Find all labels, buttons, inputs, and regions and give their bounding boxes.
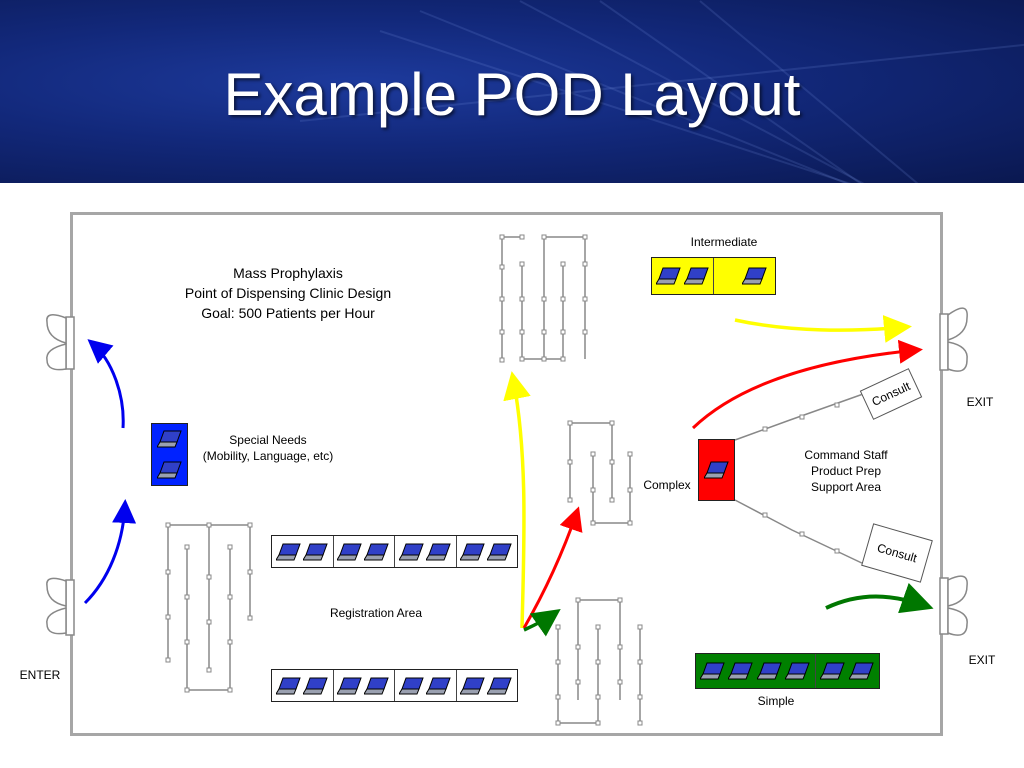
laptop-icon — [741, 267, 767, 285]
station-cell — [816, 654, 879, 688]
laptop-icon — [700, 662, 725, 680]
flow-arrow-blue — [83, 499, 137, 605]
station-cell — [457, 536, 518, 567]
laptop-icon — [728, 662, 754, 680]
complex-label: Complex — [643, 478, 691, 492]
clinic-line: Goal: 500 Patients per Hour — [201, 305, 375, 321]
laptop-icon — [337, 677, 362, 694]
station-cell — [652, 258, 715, 294]
command-line: Support Area — [810, 480, 882, 494]
registration-station-row — [271, 535, 518, 568]
laptop-icon — [683, 267, 709, 285]
laptop-icon — [156, 461, 182, 479]
special-needs-line: Special Needs — [229, 433, 307, 447]
enter-label: ENTER — [19, 668, 61, 682]
door-left-upper-icon — [46, 314, 75, 371]
laptop-icon — [364, 677, 390, 694]
special-needs-line: (Mobility, Language, etc) — [202, 449, 334, 463]
slide-title: Example POD Layout — [223, 61, 801, 128]
consult-label: Consult — [875, 540, 919, 566]
title-banner: Example POD Layout — [0, 0, 1024, 183]
station-cell — [334, 536, 395, 567]
laptop-icon — [275, 677, 301, 694]
flow-arrow-green — [825, 582, 934, 614]
laptop-icon — [302, 543, 328, 560]
flow-arrow-yellow — [503, 371, 531, 629]
station-cell — [696, 654, 817, 688]
flow-arrow-red — [522, 506, 583, 629]
intermediate-label: Intermediate — [690, 235, 758, 249]
laptop-icon — [156, 430, 182, 448]
flow-arrow-yellow — [734, 315, 912, 343]
clinic-line: Point of Dispensing Clinic Design — [184, 285, 392, 301]
station-cell — [334, 670, 395, 701]
exit-label-bottom: EXIT — [968, 653, 996, 667]
flow-arrow-green — [523, 608, 561, 637]
clinic-line: Mass Prophylaxis — [233, 265, 343, 281]
station-cell — [395, 536, 457, 567]
laptop-icon — [487, 543, 513, 560]
special-needs-station — [151, 423, 188, 486]
laptop-icon — [703, 461, 729, 479]
laptop-icon — [398, 677, 424, 694]
laptop-icon — [756, 662, 782, 680]
laptop-icon — [785, 662, 810, 680]
simple-station — [695, 653, 880, 689]
registration-station-row — [271, 669, 518, 702]
laptop-icon — [460, 543, 485, 560]
laptop-icon — [425, 677, 451, 694]
laptop-icon — [364, 543, 390, 560]
station-cell — [272, 670, 334, 701]
laptop-icon — [460, 677, 485, 694]
stanchion-post-icon — [165, 234, 840, 726]
special-needs-label: Special Needs (Mobility, Language, etc) — [188, 432, 348, 464]
station-cell — [272, 536, 334, 567]
simple-label: Simple — [757, 694, 795, 708]
door-left-lower-icon — [46, 577, 75, 636]
station-cell — [457, 670, 518, 701]
laptop-icon — [425, 543, 451, 560]
laptop-icon — [487, 677, 513, 694]
flow-arrow-blue — [87, 339, 125, 429]
laptop-icon — [820, 662, 846, 680]
exit-label-top: EXIT — [966, 395, 994, 409]
intermediate-station — [651, 257, 776, 295]
command-line: Product Prep — [810, 464, 882, 478]
laptop-icon — [302, 677, 328, 694]
clinic-description: Mass Prophylaxis Point of Dispensing Cli… — [158, 263, 418, 323]
station-cell — [714, 258, 775, 294]
consult-label: Consult — [869, 379, 913, 409]
flow-arrow-red — [691, 339, 923, 430]
complex-station — [698, 439, 735, 501]
registration-area-label: Registration Area — [329, 606, 423, 620]
laptop-icon — [848, 662, 874, 680]
laptop-icon — [337, 543, 362, 560]
door-right-upper-icon — [939, 307, 968, 372]
door-right-lower-icon — [939, 575, 968, 636]
laptop-icon — [398, 543, 424, 560]
command-staff-label: Command Staff Product Prep Support Area — [786, 447, 906, 495]
command-line: Command Staff — [804, 448, 888, 462]
laptop-icon — [275, 543, 301, 560]
station-cell — [395, 670, 457, 701]
floor-plan-boundary — [70, 212, 943, 736]
laptop-icon — [655, 267, 681, 285]
